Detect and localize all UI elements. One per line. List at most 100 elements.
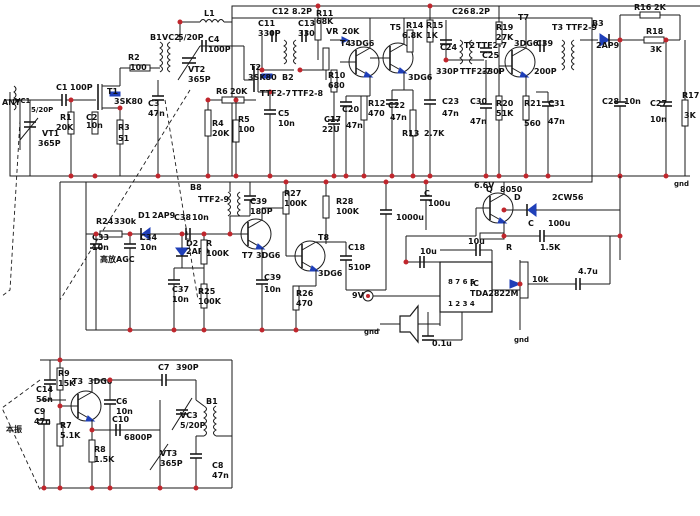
r26-value: 470 (296, 299, 313, 308)
q-voltage: 6.6V (474, 181, 495, 190)
c12-value: 8.2P (292, 7, 312, 16)
rq-value: 1.5K (540, 243, 561, 252)
antenna-input: ANT VC1 5/20P VT1 365P (1, 85, 61, 297)
detector-output: B3 2AP9 R16 2K R18 3K C28 10n C27 10n R1… (580, 3, 699, 188)
c9-ref: C9 (34, 407, 46, 416)
c33-value: 10n (92, 243, 109, 252)
audio-preamp: B8 TTF2-9 C39 180P T7 3DG6 C39 10n R27 1… (190, 179, 386, 333)
r27-ref: R27 (284, 189, 301, 198)
t2b-ref: T2 (464, 41, 475, 50)
ground-label-right: gnd (674, 180, 689, 188)
r5-ref: R5 (238, 115, 250, 124)
r24-value: 330k (114, 217, 137, 226)
ic-pins-bottom: 1 2 3 4 (448, 300, 475, 308)
b1-tuned-circuit: B1 VC2 5/20P VT2 365P C3 47n C4 100P L1 (59, 9, 232, 301)
c31-value: 47n (548, 117, 565, 126)
r28-ref: R28 (336, 197, 354, 206)
c11-ref: C11 (258, 19, 275, 28)
t2-ref: T2 (250, 63, 261, 72)
c01u-value: 0.1u (432, 339, 452, 348)
c26-value: 8.2P (470, 7, 490, 16)
c8-ref: C8 (212, 461, 224, 470)
agc-label: 高放AGC (100, 254, 135, 264)
c39a-value: 200P (534, 67, 557, 76)
t5-emitter-arrow (397, 67, 408, 74)
t3b-value: 3DG6 (88, 377, 113, 386)
supply-value: 9V (352, 291, 365, 300)
t3b-emitter-arrow (85, 415, 96, 422)
antenna-ref: ANT (2, 98, 21, 107)
pot10k-value: 10k (532, 275, 549, 284)
c27-ref: C27 (650, 99, 667, 108)
t1-gate-marker (109, 91, 121, 97)
r14-value: 6.8K (402, 31, 423, 40)
c34-value: 10n (140, 243, 157, 252)
b8-value: TTF2-9 (198, 195, 229, 204)
q-value: 8050 (500, 185, 523, 194)
agc-section: R24 330k D1 2AP9 C38 10n C33 10n C34 10n… (86, 211, 230, 333)
r11-value: 68K (316, 17, 334, 26)
c25-value: 330P (482, 67, 505, 76)
vc1-ref: VC1 (15, 97, 31, 105)
c5-ref: C5 (278, 109, 290, 118)
b3-diode (599, 33, 610, 47)
c8-value: 47n (212, 471, 229, 480)
vr-wiper (341, 36, 350, 44)
d2-value: 2AP9 (186, 247, 210, 256)
b1-ref: B1 (150, 33, 162, 42)
ic-ref: IC (470, 279, 479, 288)
t4-value: 3DG6 (350, 39, 375, 48)
r27-value: 100K (284, 199, 308, 208)
c10-ref: C10 (112, 415, 129, 424)
cin47-value: 4.7u (578, 267, 598, 276)
ttf27b-ref: TTF2-7 (460, 67, 491, 76)
ground-label-pot: gnd (514, 336, 529, 344)
t5-value: 3DG6 (408, 73, 433, 82)
r15-value: 1K (426, 31, 439, 40)
osc-label: 本振 (5, 424, 22, 434)
r11-ref: R11 (316, 9, 334, 18)
c10-value: 6800P (124, 433, 152, 442)
r8-ref: R8 (94, 445, 106, 454)
c20-value: 47n (346, 121, 363, 130)
c39b-value: 180P (250, 207, 273, 216)
c39c-value: 10n (264, 285, 281, 294)
r17-value: 3K (684, 111, 697, 120)
vt1-ref: VT1 (42, 129, 60, 138)
l1-ref: L1 (204, 9, 215, 18)
c38-ref: C38 (174, 213, 191, 222)
t4-ref: T4 (340, 39, 351, 48)
c5-value: 10n (278, 119, 295, 128)
r6-value: 20K (230, 87, 248, 96)
c22-value: 47n (390, 113, 407, 122)
vt3-value: 365P (160, 459, 183, 468)
c6-ref: C6 (116, 397, 128, 406)
c10u-value: 10u (420, 247, 437, 256)
b8-ref: B8 (190, 183, 202, 192)
if-amplifier-t7: R19 27K T7 3DG6 C30 47n R20 51K R21 560 … (470, 6, 597, 179)
t5-ref: T5 (390, 23, 401, 32)
r28-resistor (322, 195, 330, 219)
rq-ref: R (506, 243, 512, 252)
t7b-emitter-arrow (255, 243, 266, 250)
c23-value: 47n (442, 109, 459, 118)
r13-value: 2.7K (424, 129, 445, 138)
speaker-icon (399, 304, 419, 344)
r1-ref: R1 (60, 113, 72, 122)
r16-value: 2K (654, 3, 667, 12)
r4-resistor (204, 109, 212, 137)
t4-emitter-arrow (363, 71, 374, 78)
vt3-ref: VT3 (160, 449, 177, 458)
c38-value: 10n (192, 213, 209, 222)
d1-value: 2AP9 (152, 211, 176, 220)
ic-value: TDA2822M (470, 289, 519, 298)
r24-ref: R24 (96, 217, 114, 226)
zener-ref: D (514, 193, 521, 202)
zener-diode (527, 203, 537, 217)
r14-resistor (406, 29, 414, 53)
c27-value: 10n (650, 115, 667, 124)
c13-value: 330P (298, 29, 321, 38)
t3-ref: T3 (552, 23, 563, 32)
c2-value: 10n (86, 121, 103, 130)
r25-value: 100K (198, 297, 222, 306)
